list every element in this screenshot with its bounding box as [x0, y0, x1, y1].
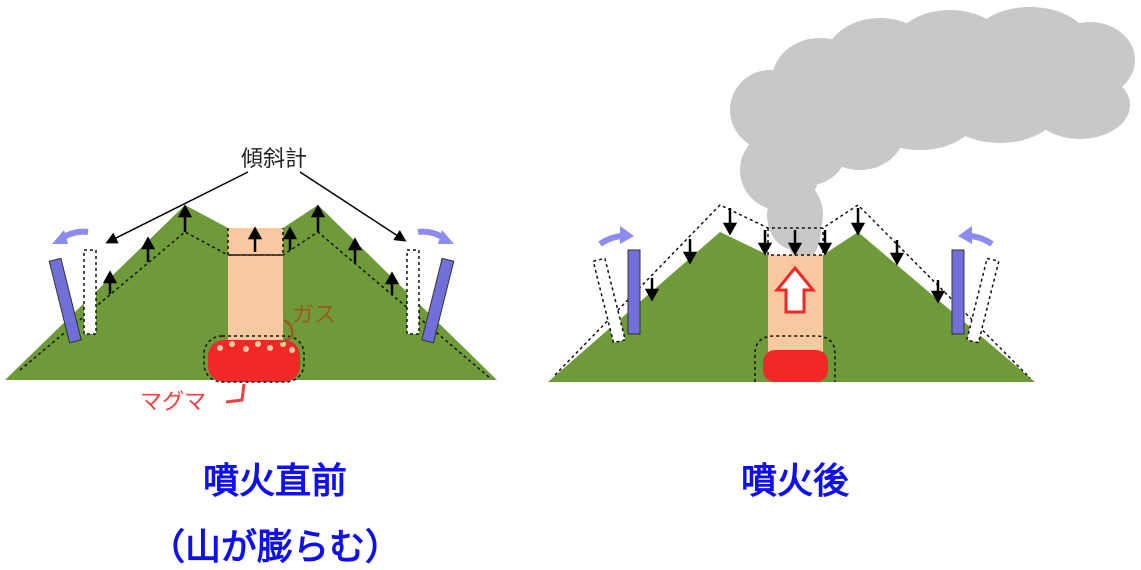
tiltmeter-pointer-right: [299, 171, 407, 242]
caption-before-eruption: 噴火直前: [202, 461, 347, 502]
magma-outline-before: [203, 335, 305, 383]
magma-outline-after: [754, 335, 836, 382]
caption-before-eruption-note: （山が膨らむ）: [148, 527, 401, 568]
tiltmeter-pointer-left: [105, 171, 249, 244]
conduit-outline-after: [767, 228, 824, 256]
tiltmeter-right-original: [406, 249, 420, 335]
tiltmeter-left-tilted: [48, 257, 82, 344]
original-surface-before: [19, 231, 491, 379]
gas-pointer: [279, 318, 294, 344]
caption-after-eruption: 噴火後: [740, 461, 849, 502]
tiltmeter-left-original: [83, 249, 97, 335]
uplift-arrows: [102, 204, 400, 295]
tiltmeter-right-previous: [965, 257, 1000, 344]
conduit-outline-before: [227, 228, 284, 256]
magma-pointer: [225, 383, 246, 404]
tiltmeter-right-current: [951, 249, 965, 335]
tiltmeter-left-current: [627, 249, 641, 335]
tiltmeter-label: 傾斜計: [241, 147, 307, 172]
gas-bubbles: [217, 341, 295, 353]
smoke-cloud: [730, 7, 1135, 260]
subsidence-arrows: [644, 208, 946, 304]
after-eruption-panel: [548, 7, 1135, 382]
magma-label: マグマ: [140, 390, 206, 415]
magma-chamber-after: [763, 350, 828, 382]
tiltmeter-left-previous: [592, 257, 627, 344]
magma-chamber-before: [208, 340, 300, 382]
tiltmeter-right-tilted: [421, 257, 455, 344]
inflated-surface-after: [554, 204, 1031, 379]
magma-rise-arrow: [773, 265, 817, 314]
before-eruption-panel: 傾斜計 ガス マグマ: [5, 147, 497, 415]
gas-label: ガス: [292, 303, 336, 328]
